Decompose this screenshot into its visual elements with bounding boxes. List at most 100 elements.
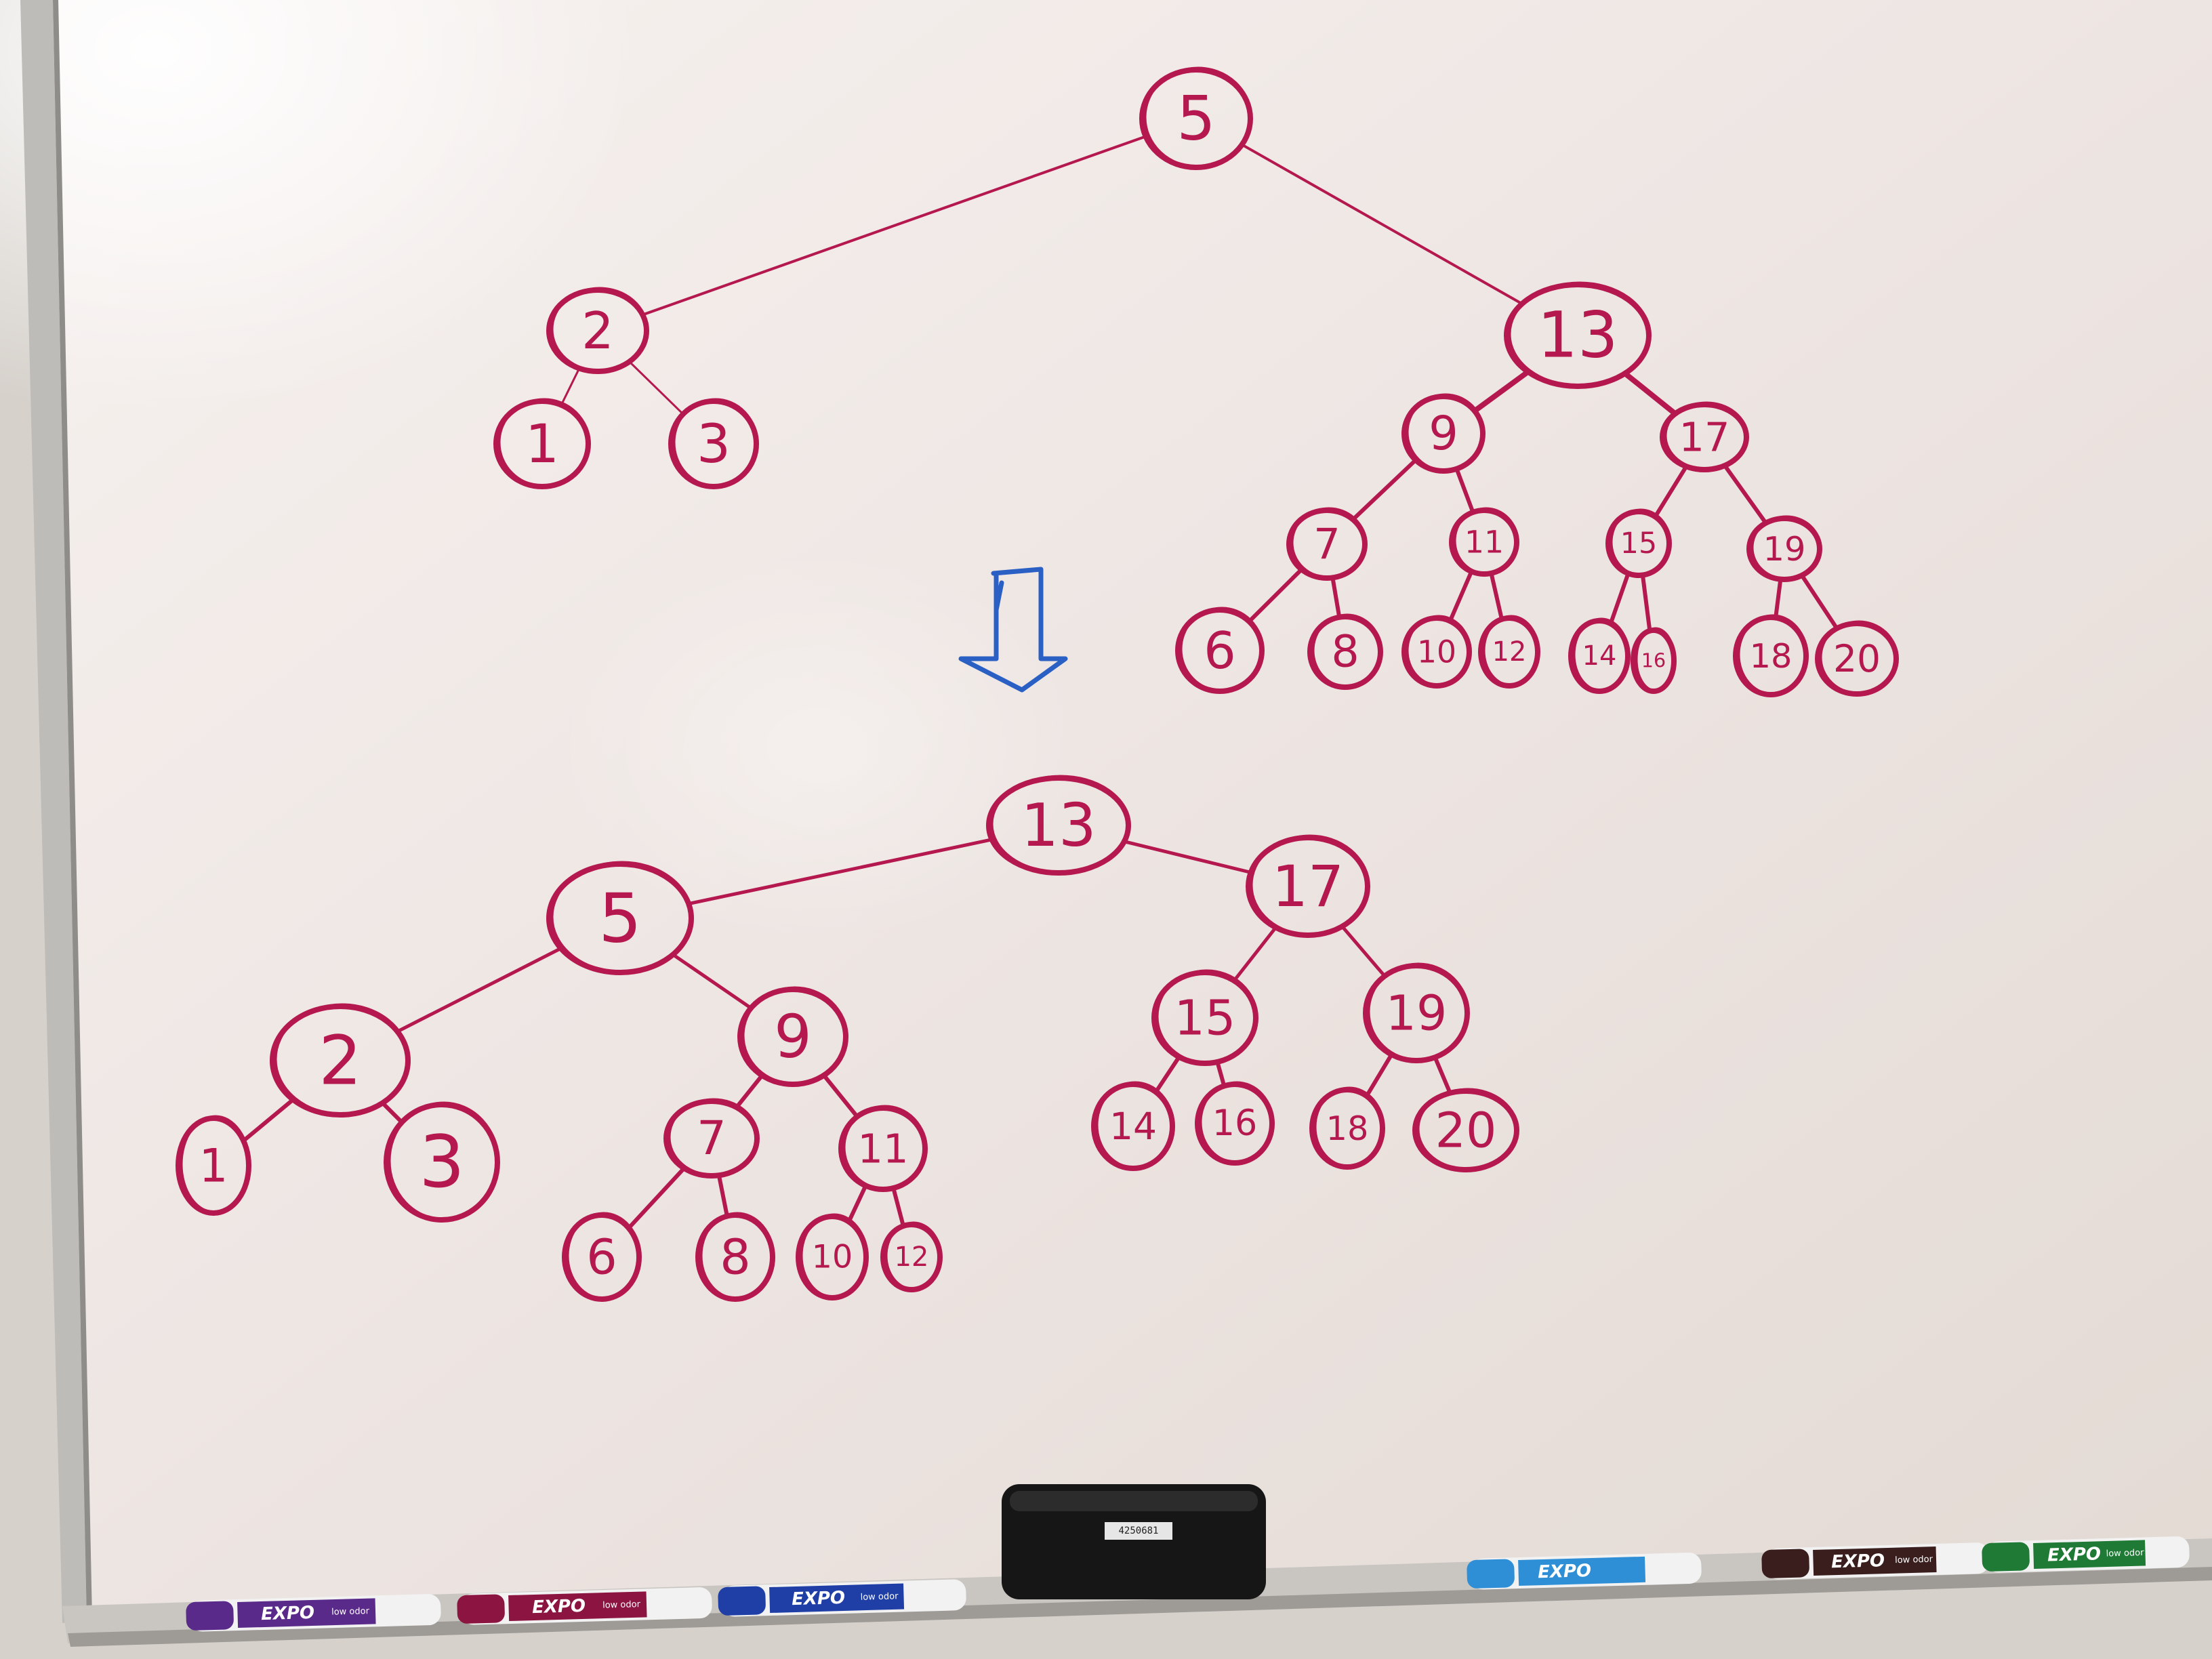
tree-node-circle-overstroke: [1200, 1081, 1274, 1164]
tree-node-label: 2: [319, 1021, 362, 1101]
marker-label-band: [237, 1598, 376, 1629]
tree-edge-t13-t9: [1471, 369, 1531, 414]
tree-edge-b13-b17: [1122, 840, 1253, 874]
whiteboard-eraser[interactable]: 4250681: [1002, 1484, 1266, 1599]
tree-node-t12: 12: [1478, 615, 1540, 689]
tree-node-circle-overstroke: [274, 1003, 410, 1115]
tree-node-circle-overstroke: [1406, 615, 1471, 687]
tree-node-b11: 11: [838, 1105, 928, 1192]
marker-cap: [457, 1594, 505, 1624]
tree-node-t20: 20: [1815, 620, 1899, 697]
tree-node-b7: 7: [663, 1098, 760, 1179]
tree-node-label: 6: [586, 1229, 617, 1286]
tree-node-b2: 2: [270, 1003, 411, 1118]
tree-node-t13: 13: [1504, 281, 1652, 389]
tree-node-b16: 16: [1195, 1081, 1275, 1166]
tree-node-label: 5: [1176, 83, 1215, 155]
tree-node-circle-overstroke: [1096, 1081, 1174, 1169]
tree-node-b3: 3: [384, 1101, 500, 1223]
tree-node-label: 19: [1763, 529, 1806, 569]
tree-edge-t5-t13: [1240, 143, 1523, 306]
tree-node-circle-overstroke: [180, 1115, 251, 1214]
tree-edge-t2-t3: [628, 361, 684, 415]
expo-marker-5[interactable]: EXPO low odor: [1761, 1542, 1990, 1580]
tree-node-label: 9: [1429, 407, 1458, 461]
tree-node-circle-overstroke: [1664, 401, 1748, 470]
tree-edge-b13-b5: [687, 838, 994, 906]
tree-edge-b7-b8: [716, 1173, 729, 1218]
marker-brand-text: EXPO: [792, 1588, 846, 1610]
tree-node-circle-overstroke: [1509, 281, 1651, 387]
tree-node-circle-overstroke: [1483, 615, 1540, 687]
tree-node-label: 16: [1212, 1103, 1258, 1144]
tree-node-circle-overstroke: [1156, 969, 1258, 1064]
tree-node-b8: 8: [695, 1212, 775, 1302]
expo-marker-1[interactable]: EXPO low odor: [186, 1594, 441, 1632]
marker-sub-text: low odor: [331, 1606, 370, 1618]
expo-marker-4[interactable]: EXPO: [1467, 1553, 1702, 1591]
board-frame-left-edge: [53, 0, 92, 1620]
tree-node-t1: 1: [493, 398, 591, 489]
tree-node-circle-overstroke: [551, 861, 693, 973]
tree-node-label: 5: [598, 879, 642, 958]
marker-brand-text: EXPO: [1538, 1561, 1592, 1582]
tree-node-circle-overstroke: [1738, 614, 1808, 695]
tree-node-t10: 10: [1401, 615, 1472, 689]
tree-node-label: 18: [1750, 636, 1793, 676]
tree-node-t19: 19: [1746, 515, 1822, 582]
marker-brand-text: EXPO: [261, 1603, 315, 1624]
tree-edge-b11-b10: [846, 1183, 868, 1224]
tree-node-label: 16: [1641, 650, 1666, 672]
tree-edge-t7-t6: [1247, 567, 1304, 624]
tree-node-t15: 15: [1605, 508, 1672, 578]
tree-node-circle-overstroke: [388, 1101, 499, 1221]
tree-node-label: 10: [812, 1239, 853, 1276]
tree-node-label: 14: [1582, 640, 1617, 672]
tree-node-circle-overstroke: [668, 1098, 759, 1176]
marker-brand-text: EXPO: [2047, 1544, 2102, 1565]
tree-node-label: 15: [1174, 990, 1236, 1046]
tree-node-t7: 7: [1286, 507, 1368, 581]
tree-node-label: 12: [1492, 636, 1527, 668]
tree-edge-t11-t12: [1489, 571, 1504, 621]
tree-edge-b19-b18: [1364, 1052, 1394, 1099]
marker-brand-text: EXPO: [1831, 1551, 1885, 1572]
tree-node-t3: 3: [668, 398, 759, 489]
tree-edge-b9-b7: [734, 1073, 764, 1110]
marker-cap: [1761, 1549, 1809, 1578]
tree-node-circle-overstroke: [1573, 617, 1630, 692]
tree-edge-t15-t16: [1640, 573, 1652, 633]
tree-node-label: 20: [1833, 637, 1881, 680]
tree-node-b19: 19: [1363, 962, 1470, 1063]
tree-node-t5: 5: [1139, 66, 1253, 170]
eraser-label: 4250681: [1118, 1525, 1158, 1536]
marker-sub-text: low odor: [1895, 1555, 1933, 1566]
tree-edge-t15-t14: [1608, 571, 1631, 626]
tree-node-t8: 8: [1307, 613, 1383, 690]
tree-edge-b2-b3: [380, 1101, 404, 1124]
tree-node-label: 2: [581, 301, 614, 361]
tree-edge-t5-t2: [641, 135, 1147, 316]
tree-node-label: 8: [1331, 627, 1359, 678]
marker-cap: [186, 1601, 234, 1631]
tree-node-label: 19: [1386, 985, 1448, 1042]
tree-node-b17: 17: [1246, 834, 1370, 938]
tree-node-t18: 18: [1733, 614, 1809, 697]
tree-edge-b17-b15: [1232, 926, 1278, 983]
tree-node-circle-overstroke: [1250, 834, 1370, 936]
tree-node-t16: 16: [1631, 627, 1677, 694]
tree-edge-b5-b9: [671, 953, 753, 1010]
tree-node-t17: 17: [1660, 401, 1749, 472]
tree-node-b18: 18: [1309, 1086, 1385, 1170]
marker-cap: [1982, 1542, 2030, 1572]
tree-node-label: 3: [697, 413, 731, 475]
tree-node-t2: 2: [546, 287, 649, 374]
tree-node-circle-overstroke: [1180, 607, 1264, 692]
tree-edge-t17-t15: [1653, 464, 1689, 519]
